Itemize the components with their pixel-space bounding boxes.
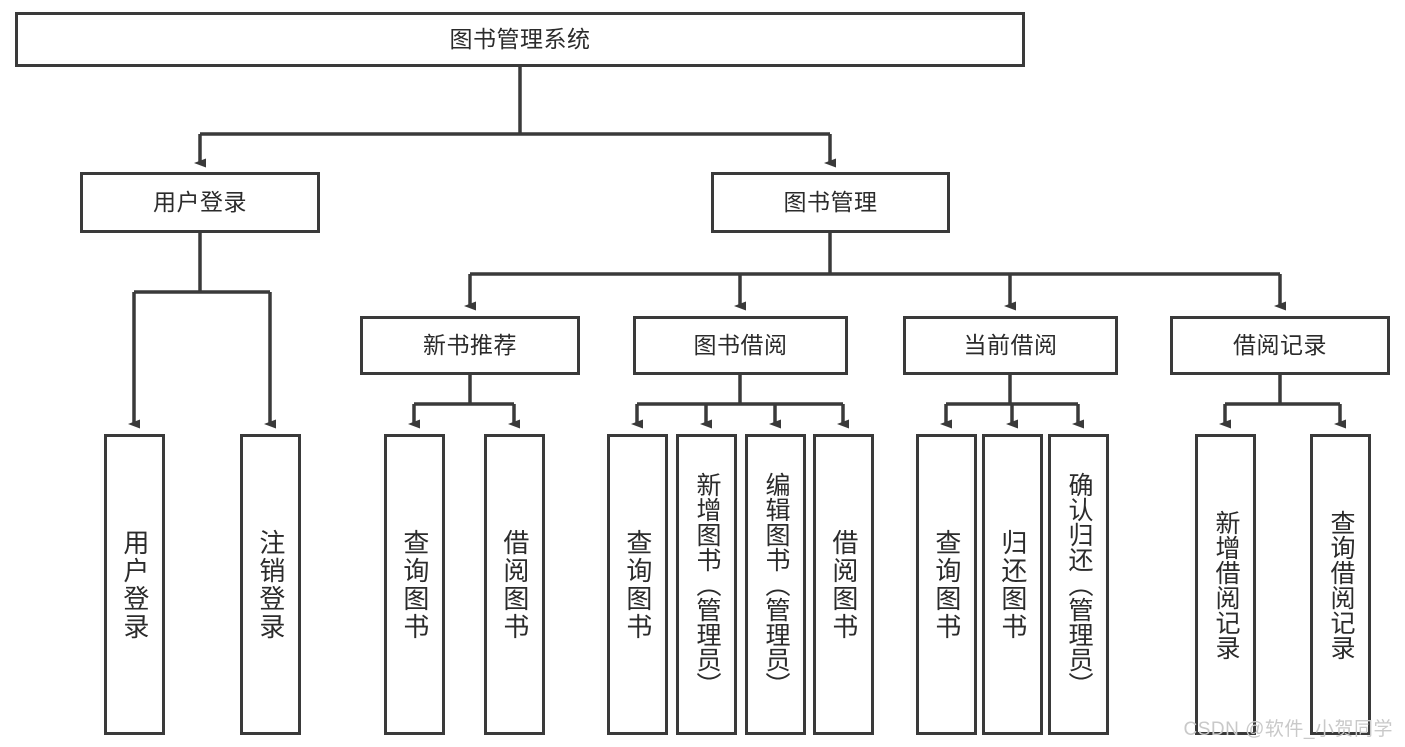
leaf-recommend-query-book[interactable]: 查询图书 bbox=[384, 434, 445, 735]
node-user-login[interactable]: 用户登录 bbox=[80, 172, 320, 233]
leaf-borrow-borrow-book[interactable]: 借阅图书 bbox=[813, 434, 874, 735]
node-label: 注销登录 bbox=[255, 528, 286, 641]
node-label: 借阅记录 bbox=[1233, 332, 1327, 359]
csdn-watermark: CSDN @软件_小贺同学 bbox=[1183, 719, 1393, 740]
leaf-borrow-add-book-admin[interactable]: 新增图书（管理员） bbox=[676, 434, 737, 735]
leaf-record-query-record[interactable]: 查询借阅记录 bbox=[1310, 434, 1371, 735]
leaf-user-login-logout[interactable]: 注销登录 bbox=[240, 434, 301, 735]
node-label: 图书管理系统 bbox=[449, 26, 591, 53]
leaf-user-login-login[interactable]: 用户登录 bbox=[104, 434, 165, 735]
node-label: 借阅图书 bbox=[499, 528, 530, 641]
node-label: 查询图书 bbox=[399, 528, 430, 641]
node-current-borrow[interactable]: 当前借阅 bbox=[903, 316, 1118, 375]
node-book-borrow[interactable]: 图书借阅 bbox=[633, 316, 848, 375]
node-book-management[interactable]: 图书管理 bbox=[711, 172, 950, 233]
node-label: 确认归还（管理员） bbox=[1065, 472, 1093, 697]
node-label: 当前借阅 bbox=[963, 332, 1058, 359]
leaf-borrow-query-book[interactable]: 查询图书 bbox=[607, 434, 668, 735]
leaf-record-add-record[interactable]: 新增借阅记录 bbox=[1195, 434, 1256, 735]
node-label: 用户登录 bbox=[119, 528, 150, 641]
leaf-current-return-book[interactable]: 归还图书 bbox=[982, 434, 1043, 735]
node-borrow-record[interactable]: 借阅记录 bbox=[1170, 316, 1390, 375]
node-root-system[interactable]: 图书管理系统 bbox=[15, 12, 1025, 67]
node-label: 查询图书 bbox=[931, 528, 962, 641]
node-label: 新增借阅记录 bbox=[1212, 509, 1240, 660]
node-label: 图书管理 bbox=[783, 189, 878, 216]
leaf-recommend-borrow-book[interactable]: 借阅图书 bbox=[484, 434, 545, 735]
node-label: 查询图书 bbox=[622, 528, 653, 641]
node-label: 查询借阅记录 bbox=[1327, 509, 1355, 660]
leaf-current-query-book[interactable]: 查询图书 bbox=[916, 434, 977, 735]
leaf-borrow-edit-book-admin[interactable]: 编辑图书（管理员） bbox=[745, 434, 806, 735]
node-label: 归还图书 bbox=[997, 528, 1028, 641]
node-label: 编辑图书（管理员） bbox=[762, 472, 790, 697]
node-label: 用户登录 bbox=[153, 189, 247, 216]
node-label: 新书推荐 bbox=[423, 332, 517, 359]
node-new-book-recommend[interactable]: 新书推荐 bbox=[360, 316, 580, 375]
node-label: 新增图书（管理员） bbox=[693, 472, 721, 697]
node-label: 借阅图书 bbox=[828, 528, 859, 641]
node-label: 图书借阅 bbox=[693, 332, 788, 359]
leaf-current-confirm-return-admin[interactable]: 确认归还（管理员） bbox=[1048, 434, 1109, 735]
